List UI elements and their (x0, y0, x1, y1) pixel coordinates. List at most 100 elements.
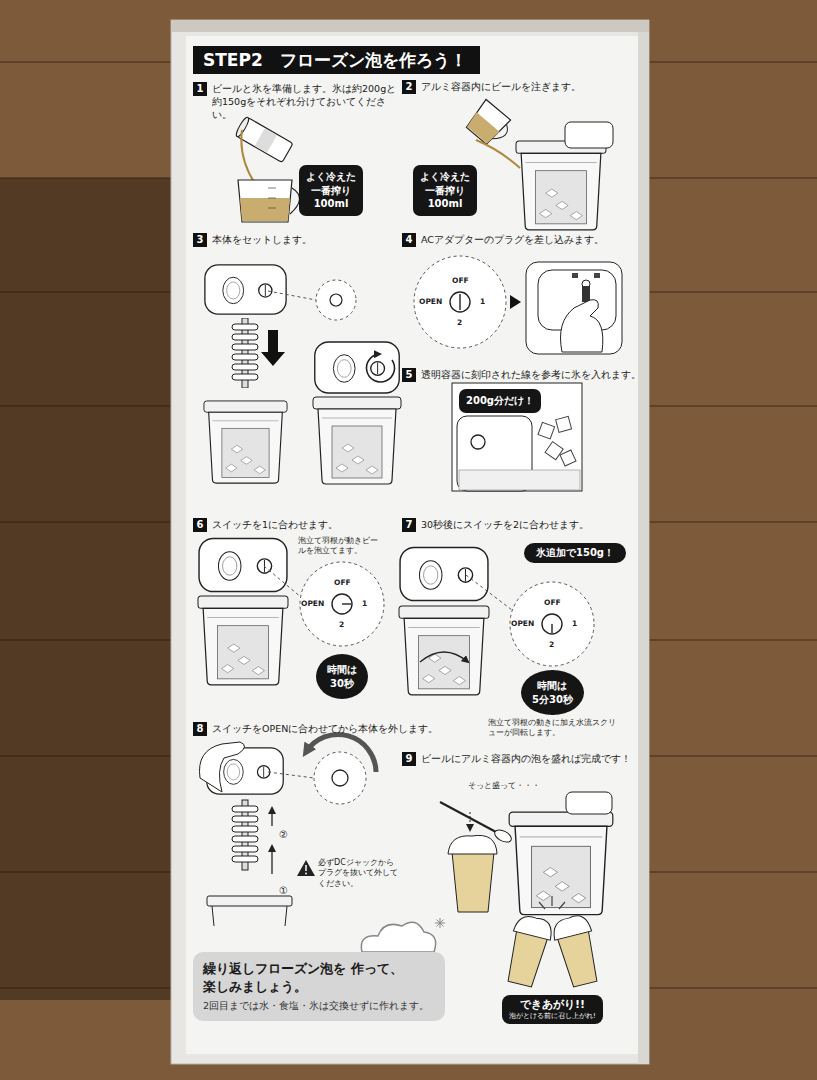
step-number: 2 (402, 80, 416, 94)
step8-remove-unit (306, 734, 376, 772)
step9-serve-foam (509, 812, 613, 914)
time-text: 時間は 5分30秒 (532, 679, 573, 706)
step1-can-and-jug (268, 188, 276, 208)
step1-can-and-jug (255, 128, 277, 152)
step-heading: 3本体をセットします。 (193, 233, 400, 247)
step6-switch-1 (342, 603, 351, 604)
step1-can-and-jug (238, 180, 292, 222)
step4-plug-in (561, 300, 603, 352)
step9-serve-foam (440, 802, 496, 832)
step5-add-ice (459, 470, 580, 490)
step9-serve-foam (452, 852, 494, 912)
title-band: STEP2 フローズン泡を作ろう！ (193, 46, 480, 74)
dial-label: OPEN (301, 599, 324, 609)
step3-assembly (204, 265, 401, 484)
step3-assembly (204, 401, 287, 483)
step-heading: 730秒後にスイッチを2に合わせます。 (402, 518, 646, 532)
done-badge: できあがり!!泡がとける前に召し上がれ! (502, 995, 603, 1024)
step3-assembly (205, 265, 286, 314)
step-number: 1 (193, 82, 207, 96)
step6-switch-1 (300, 562, 384, 646)
step7-switch-2 (400, 547, 488, 600)
step5-add-ice (452, 383, 582, 491)
dial-label: 2 (339, 620, 344, 630)
step-number: 5 (402, 368, 416, 382)
step8-remove-unit (297, 860, 315, 876)
note-text: 泡立て羽根の動きに加え水流スクリューが回転します。 (488, 718, 623, 738)
cheers-glasses (501, 896, 603, 989)
cheers-glasses (513, 913, 554, 940)
step8-remove-unit (332, 770, 348, 786)
cloud-icon (435, 918, 445, 928)
step-number: 6 (193, 518, 207, 532)
step-number: 8 (193, 722, 207, 736)
dial-label: OPEN (511, 619, 534, 629)
step-caption: ACアダプターのプラグを差し込みます。 (421, 233, 646, 247)
callout-box: よく冷えた 一番搾り 100ml (413, 165, 477, 216)
step2-pour-into-pot (466, 112, 500, 144)
step8-remove-unit (212, 906, 287, 926)
step-number: 4 (402, 233, 416, 247)
step-heading: 4 ACアダプターのプラグを差し込みます。 (402, 233, 646, 247)
step2-pour-into-pot (516, 141, 606, 230)
step7-switch-2 (551, 624, 552, 633)
step3-assembly (316, 280, 356, 320)
step4-plug-in (414, 256, 506, 348)
cloud-icon (361, 922, 435, 952)
step-heading: 9ビールにアルミ容器内の泡を盛れば完成です！ (402, 752, 646, 766)
dial-label: OFF (544, 598, 561, 608)
step9-serve-foam (566, 792, 612, 814)
dial-label: 2 (457, 318, 462, 328)
dial-label: OPEN (419, 297, 442, 307)
step3-assembly (261, 330, 285, 366)
step1-can-and-jug (268, 208, 276, 209)
callout-pill: 氷追加で150g！ (524, 543, 626, 563)
cloud-icon (361, 918, 445, 952)
callout-text: 200g分だけ！ (466, 394, 534, 408)
warning-text: 必ずDCジャックからプラグを抜いて外してください。 (318, 858, 400, 889)
cheers-glasses (501, 913, 554, 989)
step4-plug-in (572, 273, 578, 278)
step2-pour-into-pot (492, 123, 511, 143)
step4-plug-in (526, 262, 622, 354)
dial-label: 2 (549, 640, 554, 650)
step6-switch-1 (332, 594, 352, 614)
step3-assembly (315, 342, 399, 393)
wood-floor (0, 178, 172, 1000)
callout-box: 200g分だけ！ (459, 389, 541, 413)
step8-remove-unit (271, 846, 272, 874)
step8-remove-unit (271, 808, 272, 826)
step3-assembly (367, 354, 395, 382)
step8-remove-unit (305, 873, 307, 875)
step5-add-ice (560, 450, 576, 466)
step3-assembly (330, 294, 342, 306)
callout-box: よく冷えた 一番搾り 100ml (299, 165, 363, 216)
step-heading: 6 スイッチを1に合わせます。 (193, 518, 400, 532)
cheers-glasses (539, 896, 565, 909)
step6-switch-1 (199, 538, 287, 591)
step4-plug-in (450, 292, 470, 312)
dial-label: 1 (572, 619, 577, 629)
callout-text: 氷追加で150g！ (536, 546, 614, 560)
step7-switch-2 (466, 575, 512, 610)
step7-switch-2 (510, 582, 594, 666)
dial-label: 1 (362, 599, 367, 609)
step7-switch-2 (420, 652, 468, 662)
time-oval: 時間は 5分30秒 (521, 670, 584, 715)
carton-box (186, 36, 638, 1054)
time-oval: 時間は 30秒 (316, 654, 368, 699)
step2-pour-into-pot (476, 140, 520, 168)
step-number: 9 (402, 752, 416, 766)
callout-number: ② (279, 828, 288, 841)
step-heading: 1ビールと氷を準備します。氷は約200gと約150gをそれぞれ分けておいてくださ… (193, 82, 400, 121)
step4-plug-in (510, 295, 521, 309)
step-caption: アルミ容器内にビールを注ぎます。 (421, 80, 641, 94)
carton-box (638, 32, 649, 1064)
step-caption: スイッチを1に合わせます。 (212, 518, 400, 532)
step8-remove-unit (232, 800, 258, 870)
step-heading: 5透明容器に刻印された線を参考に氷を入れます。 (402, 368, 646, 382)
note-text: 泡立て羽根が動きビールを泡立てます。 (298, 536, 378, 556)
